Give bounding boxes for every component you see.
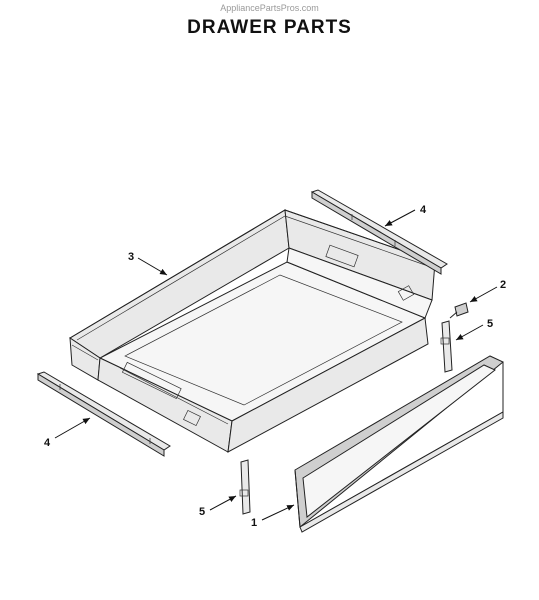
- front-panel: [294, 355, 504, 533]
- callout-rail-right: 4: [420, 204, 427, 216]
- glide-right: [440, 320, 453, 373]
- screw: [449, 302, 469, 319]
- callout-drawer-body: 3: [128, 251, 134, 263]
- rail-right: [310, 189, 448, 275]
- callout-rail-left: 4: [44, 437, 51, 449]
- diagram-title: DRAWER PARTS: [187, 17, 352, 38]
- drawer-body: [69, 209, 436, 453]
- watermark: AppliancePartsPros.com: [220, 3, 319, 13]
- rail-left: [36, 371, 171, 457]
- glide-left: [239, 459, 251, 515]
- callout-glide-left: 5: [199, 506, 205, 518]
- callout-glide-right: 5: [487, 318, 493, 330]
- callout-panel: 1: [251, 517, 257, 529]
- callout-screw: 2: [500, 279, 506, 291]
